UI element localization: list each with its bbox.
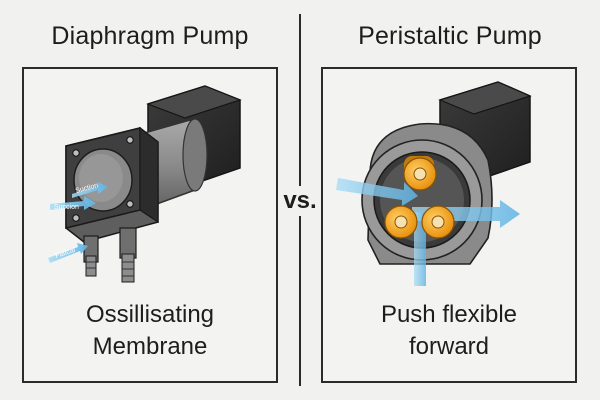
flow-arrow-bottom-label: Fatical xyxy=(54,247,76,260)
peristaltic-caption-line2: forward xyxy=(408,333,490,360)
peristaltic-rollers xyxy=(384,156,455,239)
diaphragm-ports xyxy=(83,227,137,283)
diaphragm-pump-title: Diaphragm Pump xyxy=(51,22,249,50)
peristaltic-caption-line1: Push flexible xyxy=(380,301,518,328)
diaphragm-caption: Ossillisating Membrane xyxy=(22,299,278,363)
diaphragm-pump-drawing: Suction Succion Fatical xyxy=(48,85,242,283)
roller-left xyxy=(384,205,418,239)
roller-right xyxy=(421,205,455,239)
diaphragm-caption-line2: Membrane xyxy=(92,333,208,360)
peristaltic-pump-drawing xyxy=(336,81,532,286)
diaphragm-pump-head xyxy=(65,126,159,243)
versus-label: vs. xyxy=(281,186,319,216)
flow-arrow-bottom: Fatical xyxy=(48,243,88,263)
peristaltic-pump-title: Peristaltic Pump xyxy=(358,22,542,50)
diaphragm-caption-line1: Ossillisating xyxy=(85,301,215,328)
peristaltic-caption: Push flexible forward xyxy=(321,299,577,363)
flow-arrow-middle: Succion xyxy=(50,196,96,211)
flow-arrow-middle-label: Succion xyxy=(54,204,79,211)
roller-top xyxy=(403,156,437,191)
